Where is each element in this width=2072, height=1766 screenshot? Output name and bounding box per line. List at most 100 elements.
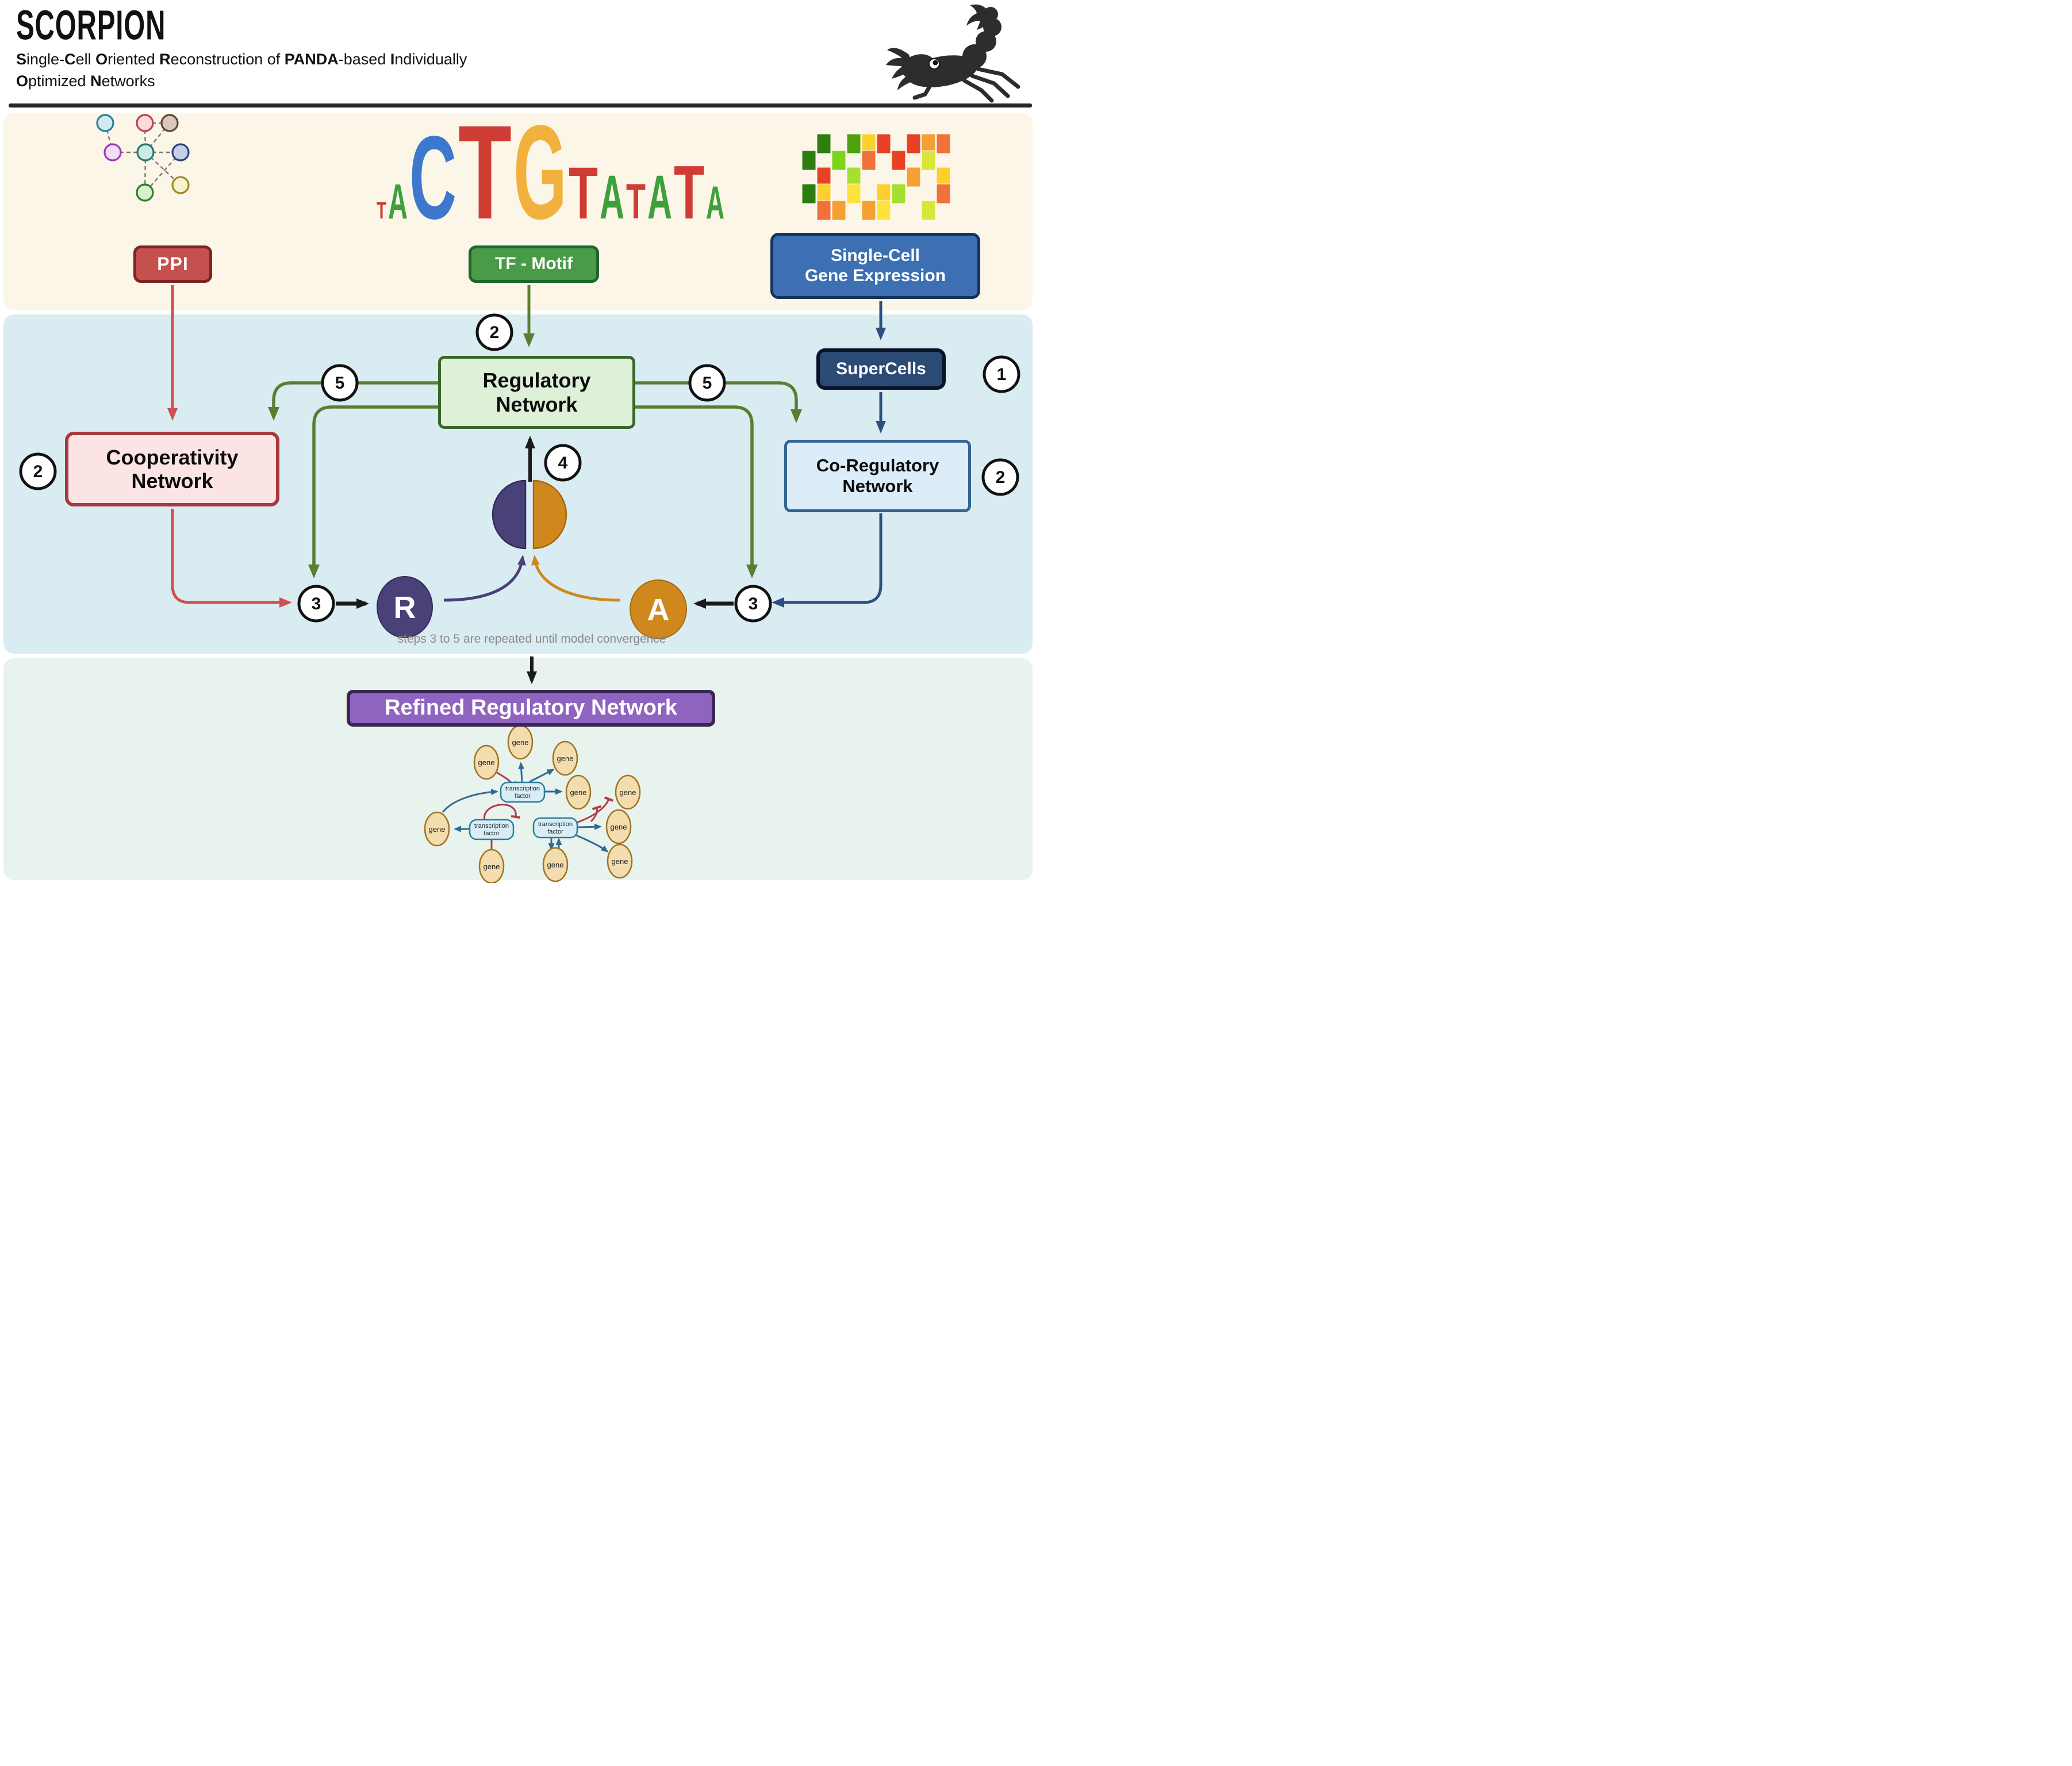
step-badge: 5	[321, 364, 359, 402]
subtitle-segment: econstruction of	[170, 51, 285, 68]
subtitle-segment: S	[16, 51, 27, 68]
motif-letter: T	[626, 174, 646, 229]
merge-half-orange	[532, 479, 567, 550]
ppi-box: PPI	[133, 245, 212, 283]
gene-label: gene	[620, 788, 636, 797]
tf-label: factor	[515, 793, 531, 800]
motif-letter: T	[569, 152, 598, 235]
scorpion-figure-page: SCORPION Single-Cell Oriented Reconstruc…	[0, 0, 1036, 883]
subtitle-segment: ndividually	[394, 51, 467, 68]
regulatory-line2: Network	[496, 392, 578, 416]
ppi-edge	[104, 122, 114, 153]
cooperativity-line1: Cooperativity	[106, 445, 239, 469]
motif-letter: A	[600, 162, 624, 232]
step-badge-number: 2	[996, 468, 1006, 487]
availability-node: A	[630, 579, 687, 639]
step-badge: 4	[544, 444, 582, 482]
step-badge: 1	[983, 355, 1020, 393]
gene-node: gene	[607, 843, 633, 879]
motif-letter: A	[388, 174, 408, 229]
arrow-regulatory-to-step3-left	[308, 405, 438, 578]
subtitle-segment: N	[90, 72, 102, 90]
step-badge-number: 3	[312, 594, 321, 613]
heatmap-cell	[921, 200, 936, 221]
arrow-regulatory-to-step3-right	[635, 405, 758, 578]
gene-label: gene	[547, 861, 564, 869]
ppi-node	[171, 143, 190, 162]
motif-letter: T	[458, 98, 512, 247]
heatmap-cell	[816, 200, 831, 221]
ppi-node	[171, 176, 190, 194]
co-regulatory-network-box: Co-Regulatory Network	[784, 440, 971, 512]
step-badge: 2	[981, 458, 1019, 496]
step-badge: 3	[734, 585, 772, 623]
subtitle-segment: C	[64, 51, 76, 68]
page-title: SCORPION	[16, 2, 166, 49]
gene-node: gene	[565, 774, 592, 810]
arrow-r-to-merge	[443, 555, 526, 602]
gene-node: gene	[478, 849, 505, 883]
gene-label: gene	[570, 788, 587, 797]
gene-label: gene	[612, 857, 628, 866]
subtitle-segment: O	[16, 72, 29, 90]
step-number-badges: 1 2 2 2 5 5 4 3 3	[19, 313, 1020, 623]
arrow-a-to-merge	[531, 555, 620, 602]
subtitle-segment: -based	[338, 51, 390, 68]
heatmap-cell	[846, 133, 861, 154]
tf-label: transcription	[474, 823, 509, 830]
arrow-cooperativity-to-step3	[171, 509, 292, 608]
subtitle-segment: PANDA	[284, 51, 339, 68]
arrow-regulatory-to-coregulatory	[635, 381, 802, 423]
motif-letter: A	[706, 177, 724, 229]
heatmap-cell	[906, 167, 921, 187]
scge-line2: Gene Expression	[804, 266, 946, 285]
gene-label: gene	[611, 823, 627, 831]
header-divider	[9, 103, 1032, 108]
step-badge: 2	[475, 313, 513, 351]
merge-half-purple	[492, 479, 527, 550]
heatmap-cell	[936, 133, 951, 154]
heatmap-cell	[816, 133, 831, 154]
heatmap-cell	[921, 150, 936, 171]
step-badge-number: 3	[749, 594, 758, 613]
step-badge: 2	[19, 452, 57, 490]
step-badge-number: 4	[558, 454, 568, 473]
refined-regulatory-network-box: Refined Regulatory Network	[347, 690, 715, 727]
heatmap-cell	[831, 200, 846, 221]
coregulatory-line1: Co-Regulatory	[816, 455, 939, 476]
subtitle-segment: ingle-	[26, 51, 65, 68]
tf-label: factor	[547, 828, 563, 835]
regulatory-line1: Regulatory	[482, 368, 591, 393]
supercells-box: SuperCells	[816, 348, 946, 390]
ppi-node	[136, 114, 154, 132]
heatmap-cell	[876, 200, 891, 221]
merged-network-glyph	[492, 479, 567, 550]
motif-letter: T	[377, 197, 386, 224]
scorpion-icon	[886, 4, 1020, 103]
subtitle-segment: O	[95, 51, 108, 68]
supercells-label: SuperCells	[836, 359, 926, 378]
heatmap-cell	[891, 183, 906, 204]
heatmap-cell	[831, 150, 846, 171]
subtitle-segment: etworks	[101, 72, 155, 90]
cooperativity-network-box: Cooperativity Network	[65, 432, 279, 506]
heatmap-cell	[906, 133, 921, 154]
scge-line1: Single-Cell	[830, 246, 920, 265]
step-badge: 5	[688, 364, 726, 402]
single-cell-gene-expression-box: Single-Cell Gene Expression	[770, 233, 980, 299]
gene-node: gene	[552, 740, 578, 776]
step-badge-number: 2	[33, 462, 43, 481]
heatmap-cell	[876, 133, 891, 154]
subtitle-segment: ell	[75, 51, 96, 68]
heatmap-cell	[891, 150, 906, 171]
heatmap-cell	[846, 167, 861, 187]
page-subtitle: Single-Cell Oriented Reconstruction of P…	[16, 48, 467, 93]
subtitle-segment: riented	[108, 51, 160, 68]
heatmap-cell	[861, 200, 876, 221]
ppi-node	[136, 183, 154, 202]
tf-label: transcription	[538, 821, 573, 828]
